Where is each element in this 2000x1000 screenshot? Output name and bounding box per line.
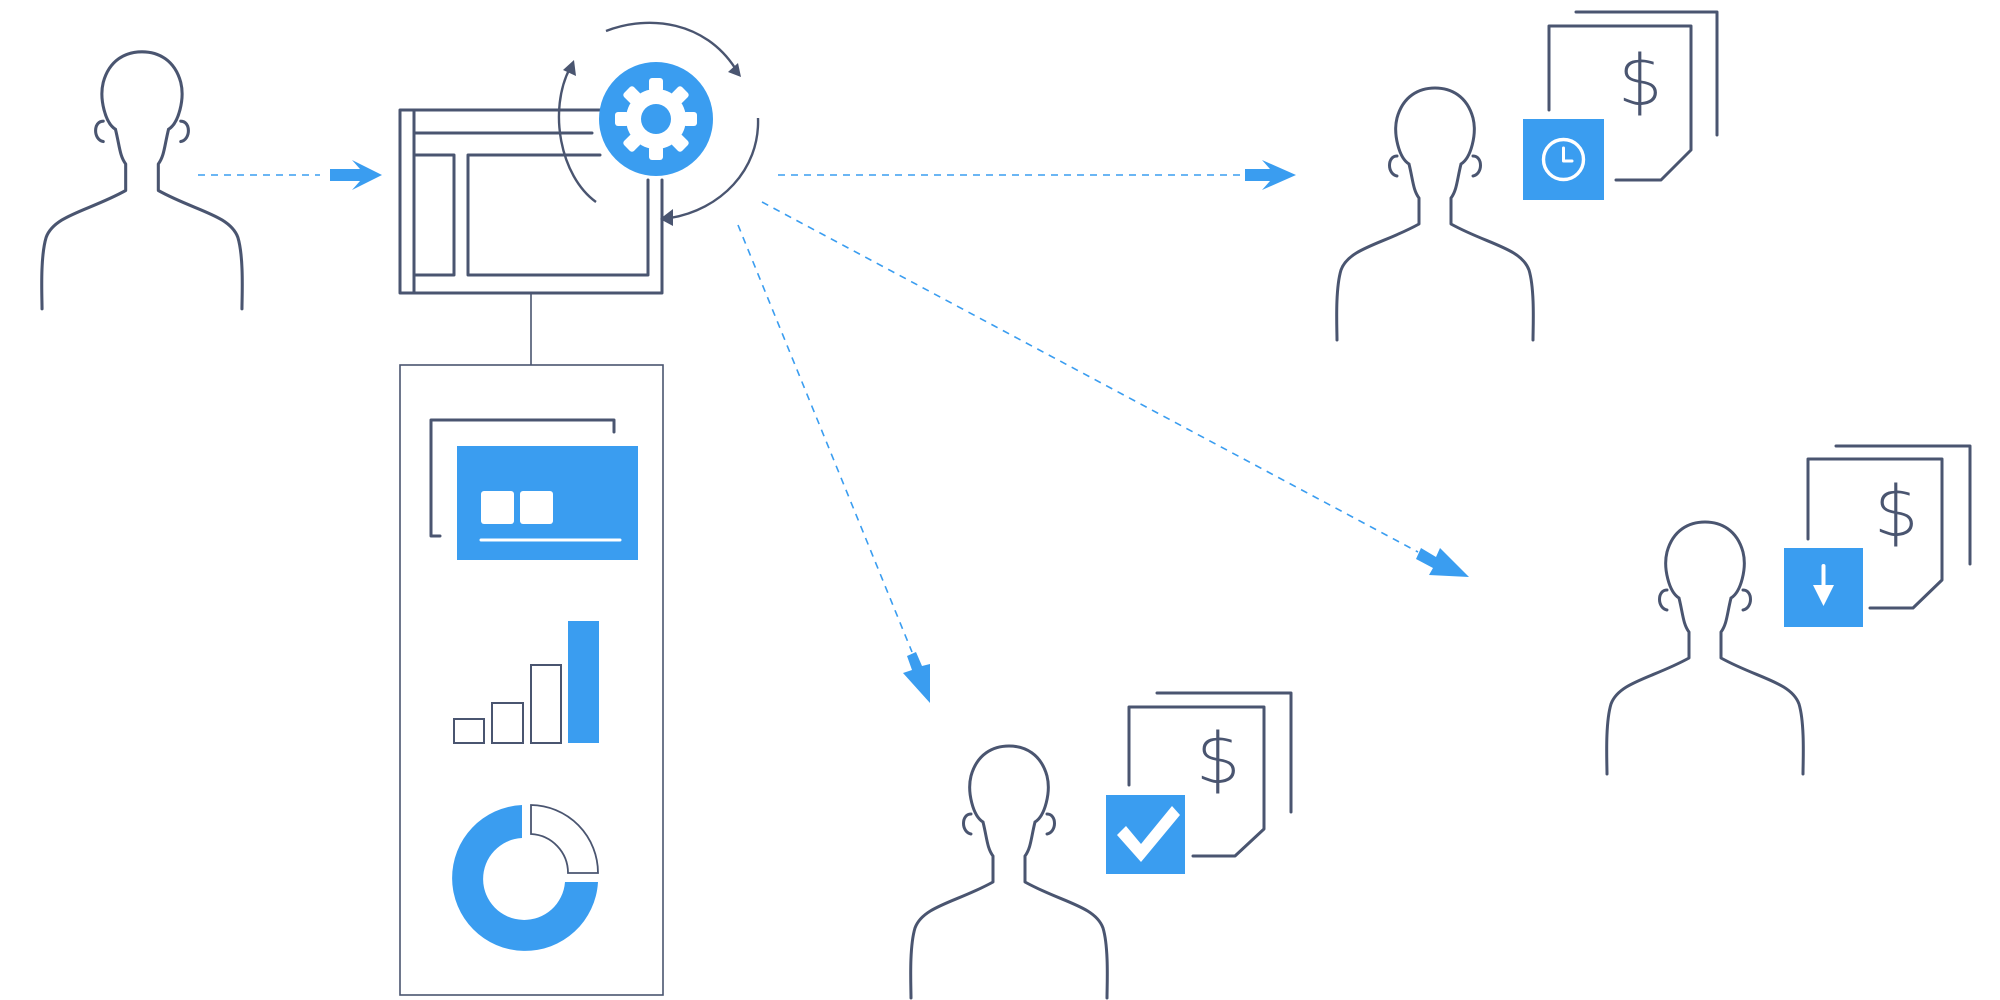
dollar-sign: $ (1196, 718, 1241, 800)
dollar-sign: $ (1618, 40, 1663, 122)
bar-chart-icon (453, 621, 599, 744)
arrow-icon (1416, 548, 1469, 577)
processing-system (398, 21, 760, 295)
person-icon (40, 50, 244, 311)
person-icon (909, 744, 1109, 1000)
analytics-panel (399, 364, 664, 996)
edge-system-to-approved (737, 224, 930, 703)
sync-arrows-icon (557, 21, 760, 226)
person-icon (1605, 520, 1805, 776)
check-icon (1117, 806, 1180, 862)
application-window-icon (398, 108, 664, 295)
dollar-sign: $ (1874, 471, 1919, 553)
recipient-approved: $ (909, 691, 1293, 1000)
download-badge (1784, 548, 1863, 627)
check-badge (1106, 795, 1185, 874)
gear-icon (599, 62, 713, 176)
recipient-download: $ (1605, 444, 1972, 776)
recipient-pending: $ (1335, 10, 1719, 342)
arrow-icon (903, 652, 930, 703)
invoice-document-icon: $ (1127, 691, 1293, 858)
edge-system-to-download (761, 201, 1469, 577)
person-icon (1335, 86, 1535, 342)
edge-source-to-system (198, 160, 382, 190)
arrow-right-icon (330, 160, 382, 190)
arrow-right-icon (1245, 160, 1296, 190)
invoice-document-icon: $ (1547, 10, 1719, 182)
invoice-document-icon: $ (1806, 444, 1972, 610)
clock-badge (1523, 119, 1604, 200)
edge-system-to-pending (778, 160, 1296, 190)
source-user (40, 50, 244, 311)
clock-icon (1541, 137, 1586, 182)
donut-chart-icon (452, 804, 599, 951)
card-icon (429, 418, 638, 560)
